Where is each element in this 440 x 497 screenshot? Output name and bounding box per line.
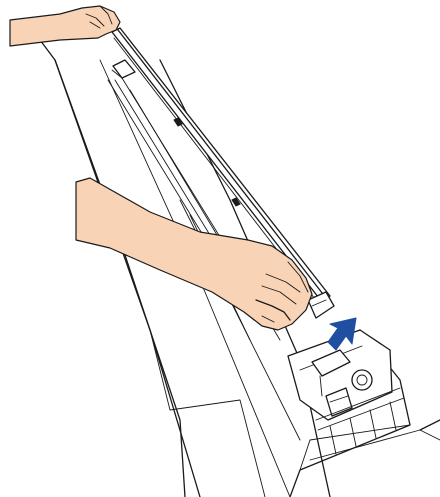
right-hand-icon: [76, 178, 312, 330]
left-hand-icon: [10, 6, 120, 46]
holder-unit: [288, 330, 404, 454]
